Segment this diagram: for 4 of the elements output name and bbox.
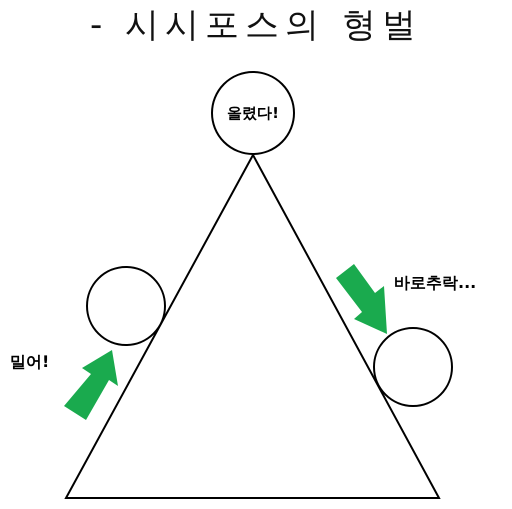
caption-text: 밀어! <box>10 352 50 373</box>
node-label: 올렸다! <box>227 104 279 122</box>
title: - 시시포스의 형벌 <box>89 4 423 47</box>
caption-text: 바로추락... <box>394 273 476 294</box>
